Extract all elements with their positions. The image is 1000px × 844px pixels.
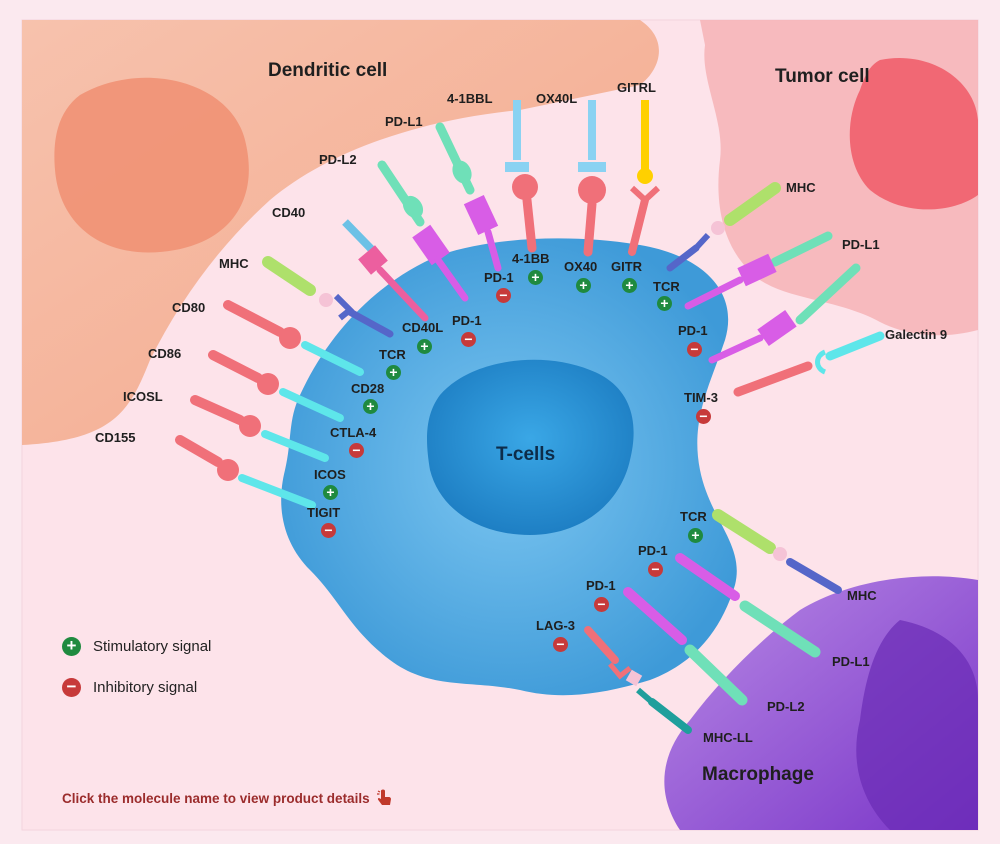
plus-icon: + xyxy=(386,365,401,380)
macrophage-nucleus xyxy=(856,620,978,830)
legend-inhibitory: − Inhibitory signal xyxy=(62,678,197,697)
label-tcr-mac[interactable]: TCR xyxy=(680,509,707,524)
label-gitrl[interactable]: GITRL xyxy=(617,80,656,95)
label-mhc-tumor[interactable]: MHC xyxy=(786,180,816,195)
t-cell-title: T-cells xyxy=(496,444,556,465)
minus-icon: − xyxy=(687,342,702,357)
label-cd40l[interactable]: CD40L xyxy=(402,320,444,335)
plus-icon: + xyxy=(363,399,378,414)
label-mhc-dc[interactable]: MHC xyxy=(219,256,249,271)
plus-icon: + xyxy=(622,278,637,293)
label-pd-1-b[interactable]: PD-1 xyxy=(452,313,482,328)
molecule-ox40l-ox40 xyxy=(578,100,606,257)
label-icos[interactable]: ICOS xyxy=(314,467,346,482)
label-cd155[interactable]: CD155 xyxy=(95,430,136,445)
minus-icon: − xyxy=(349,443,364,458)
label-cd86[interactable]: CD86 xyxy=(148,346,182,361)
label-pd-1-mac-a[interactable]: PD-1 xyxy=(638,543,668,558)
plus-icon: + xyxy=(62,637,81,656)
click-hint[interactable]: Click the molecule name to view product … xyxy=(62,789,394,807)
molecule-pd-1-pd-l1-macrophage xyxy=(675,553,821,658)
label-pd-l1-tumor[interactable]: PD-L1 xyxy=(842,237,880,252)
label-ox40[interactable]: OX40 xyxy=(564,259,598,274)
molecule-lag-3-mhc-ll xyxy=(584,626,692,734)
label-tigit[interactable]: TIGIT xyxy=(307,505,341,520)
molecule-cd80-cd28 xyxy=(223,300,364,376)
tumor-cell-title: Tumor cell xyxy=(775,66,870,87)
plus-icon: + xyxy=(528,270,543,285)
plus-icon: + xyxy=(576,278,591,293)
legend-stimulatory: + Stimulatory signal xyxy=(62,637,211,656)
label-gitr[interactable]: GITR xyxy=(611,259,643,274)
minus-icon: − xyxy=(321,523,336,538)
minus-icon: − xyxy=(696,409,711,424)
dendritic-cell-nucleus xyxy=(54,77,249,253)
plus-icon: + xyxy=(323,485,338,500)
molecule-tcr-mhc-macrophage xyxy=(712,509,842,594)
label-pd-1-tumor[interactable]: PD-1 xyxy=(678,323,708,338)
label-pd-l1-mac[interactable]: PD-L1 xyxy=(832,654,870,669)
label-pd-l2-mac[interactable]: PD-L2 xyxy=(767,699,805,714)
label-ox40l[interactable]: OX40L xyxy=(536,91,578,106)
label-4-1bb[interactable]: 4-1BB xyxy=(512,251,550,266)
molecule-cd86-ctla-4 xyxy=(208,350,344,422)
molecule-4-1bbl-4-1bb xyxy=(505,100,538,253)
label-tcr-tumor[interactable]: TCR xyxy=(653,279,680,294)
molecule-cd40-cd40l xyxy=(342,219,429,322)
minus-icon: − xyxy=(461,332,476,347)
label-lag-3[interactable]: LAG-3 xyxy=(536,618,575,633)
molecule-pd-1-pd-l2-macrophage xyxy=(623,587,748,706)
molecule-pd-l2-pd-1 xyxy=(377,160,469,302)
molecule-galectin9-tim-3 xyxy=(733,331,885,397)
label-mhc-mac[interactable]: MHC xyxy=(847,588,877,603)
label-4-1bbl[interactable]: 4-1BBL xyxy=(447,91,493,106)
label-icosl[interactable]: ICOSL xyxy=(123,389,163,404)
label-pd-1-mac-b[interactable]: PD-1 xyxy=(586,578,616,593)
label-cd80[interactable]: CD80 xyxy=(172,300,206,315)
minus-icon: − xyxy=(648,562,663,577)
molecule-pd-l1-pd-1-tumor xyxy=(684,231,861,364)
molecule-icosl-icos xyxy=(190,395,329,462)
molecule-pd-l1-pd-1 xyxy=(435,122,502,272)
label-tim-3[interactable]: TIM-3 xyxy=(684,390,718,405)
molecule-mhc-tcr-tumor xyxy=(666,182,781,272)
label-mhc-ll[interactable]: MHC-LL xyxy=(703,730,753,745)
label-galectin-9[interactable]: Galectin 9 xyxy=(885,327,948,342)
plus-icon: + xyxy=(417,339,432,354)
t-cell-nucleus xyxy=(427,359,634,535)
plus-icon: + xyxy=(688,528,703,543)
dendritic-cell-title: Dendritic cell xyxy=(268,60,388,81)
label-tcr-dc[interactable]: TCR xyxy=(379,347,406,362)
minus-icon: − xyxy=(62,678,81,697)
label-pd-l2-dc[interactable]: PD-L2 xyxy=(319,152,357,167)
minus-icon: − xyxy=(496,288,511,303)
pointing-hand-icon xyxy=(376,789,391,805)
molecule-gitrl-gitr xyxy=(628,100,661,256)
click-hint-text: Click the molecule name to view product … xyxy=(62,790,370,806)
minus-icon: − xyxy=(594,597,609,612)
molecule-mhc-tcr-dc xyxy=(262,256,394,338)
label-pd-l1-dc[interactable]: PD-L1 xyxy=(385,114,423,129)
label-cd40[interactable]: CD40 xyxy=(272,205,306,220)
legend-stimulatory-label: Stimulatory signal xyxy=(93,638,212,655)
label-cd28[interactable]: CD28 xyxy=(351,381,385,396)
legend-inhibitory-label: Inhibitory signal xyxy=(93,679,198,696)
minus-icon: − xyxy=(553,637,568,652)
label-ctla-4[interactable]: CTLA-4 xyxy=(330,425,377,440)
label-pd-1-a[interactable]: PD-1 xyxy=(484,270,514,285)
macrophage-title: Macrophage xyxy=(702,764,814,785)
plus-icon: + xyxy=(657,296,672,311)
tumor-cell-nucleus xyxy=(849,58,978,210)
molecule-cd155-tigit xyxy=(175,435,316,509)
